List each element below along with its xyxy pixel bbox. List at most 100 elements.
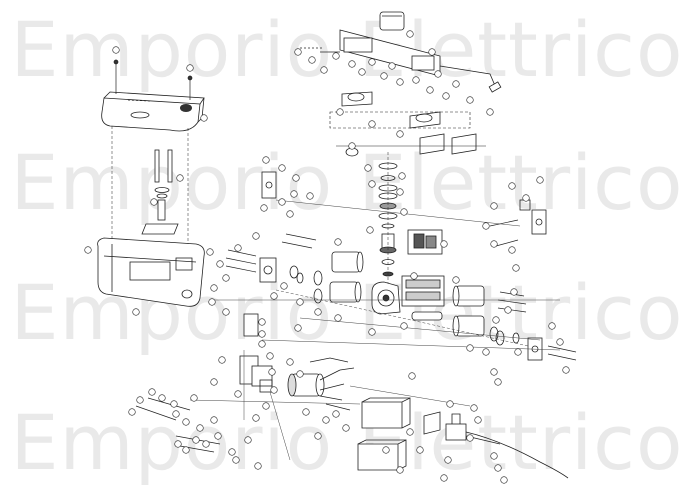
callout-marker [492,316,500,324]
callout-marker [254,462,262,470]
callout-marker [208,298,216,306]
callout-marker [306,192,314,200]
callout-marker [216,260,224,268]
callout-marker [508,246,516,254]
callout-marker [210,284,218,292]
callout-marker [368,328,376,336]
callout-marker [200,114,208,122]
callout-marker [252,414,260,422]
callout-marker [368,120,376,128]
callout-marker [494,378,502,386]
callout-marker [186,64,194,72]
callout-marker [412,76,420,84]
callout-marker [410,272,418,280]
callout-marker [494,464,502,472]
callout-marker [182,418,190,426]
callout-marker [294,48,302,56]
callout-marker [332,52,340,60]
callout-marker [258,330,266,338]
callout-marker [556,338,564,346]
callout-marker [504,306,512,314]
callout-marker [132,308,140,316]
callout-marker [416,446,424,454]
release-lever-icon [300,11,502,129]
callout-marker [314,432,322,440]
callout-marker [444,456,452,464]
callout-marker [112,46,120,54]
callout-marker [314,308,322,316]
callout-marker [500,476,508,484]
callout-marker [214,432,222,440]
callout-marker [474,416,482,424]
callout-marker [286,210,294,218]
callout-marker [482,348,490,356]
callout-marker [258,340,266,348]
callout-marker [192,436,200,444]
callout-marker [190,394,198,402]
callout-marker [150,198,158,206]
pad-icon [345,133,477,157]
callout-marker [334,238,342,246]
column-icon [141,149,179,235]
callout-marker [442,92,450,100]
callout-marker [434,70,442,78]
callout-marker [334,314,342,322]
callout-marker [262,402,270,410]
callout-marker [234,244,242,252]
housing-icon [97,237,205,307]
box-icon [357,397,441,471]
callout-marker [368,58,376,66]
callout-marker [294,324,302,332]
callout-marker [406,30,414,38]
callout-marker [234,390,242,398]
callout-marker [244,436,252,444]
callout-marker [128,408,136,416]
callout-marker [470,404,478,412]
callout-marker [332,410,340,418]
callout-marker [202,440,210,448]
callout-marker [84,246,92,254]
callout-marker [176,174,184,182]
callout-marker [320,66,328,74]
callout-marker [396,78,404,86]
callout-marker [296,370,304,378]
callout-marker [322,416,330,424]
callout-marker [396,466,404,474]
callout-marker [286,358,294,366]
callout-marker [512,264,520,272]
motor-icon [287,251,520,401]
callout-marker [440,240,448,248]
cable-icon [309,357,569,479]
callout-marker [466,96,474,104]
callout-marker [148,388,156,396]
callout-marker [510,288,518,296]
callout-marker [342,424,350,432]
callout-marker [446,400,454,408]
callout-marker [490,452,498,460]
callout-marker [348,142,356,150]
callout-marker [486,108,494,116]
callout-marker [270,292,278,300]
callout-marker [406,428,414,436]
callout-marker [514,348,522,356]
callout-marker [348,60,356,68]
callout-marker [490,240,498,248]
callout-marker [536,176,544,184]
callout-marker [292,174,300,182]
callout-marker [278,164,286,172]
callout-marker [400,322,408,330]
callout-marker [364,164,372,172]
callout-marker [426,86,434,94]
callout-marker [358,68,366,76]
callout-marker [136,396,144,404]
callout-marker [258,318,266,326]
callout-marker [210,378,218,386]
shaft-icon [378,152,398,290]
callout-marker [366,226,374,234]
callout-marker [206,248,214,256]
callout-marker [396,188,404,196]
callout-marker [428,48,436,56]
watermark-row-4: Emporio Elettrico [10,398,684,487]
